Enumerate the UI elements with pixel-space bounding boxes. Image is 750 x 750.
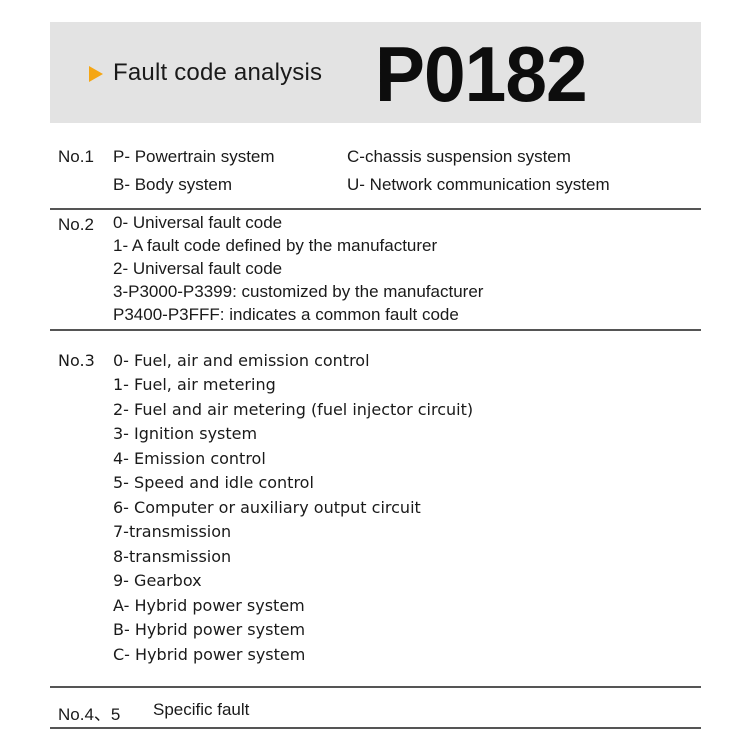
fault-code: P0182 — [375, 30, 588, 118]
list-item: A- Hybrid power system — [113, 596, 305, 615]
divider — [50, 208, 701, 210]
list-item: 7-transmission — [113, 522, 232, 541]
list-item: B- Hybrid power system — [113, 620, 306, 639]
list-item: 1- A fault code defined by the manufactu… — [113, 236, 438, 255]
list-item: 1- Fuel, air metering — [113, 375, 276, 394]
list-item: 6- Computer or auxiliary output circuit — [113, 498, 421, 517]
section-label: No.1 — [58, 147, 94, 166]
list-item: P- Powertrain system — [113, 147, 275, 166]
section-label: No.3 — [58, 351, 95, 370]
divider — [50, 686, 701, 688]
list-item: U- Network communication system — [347, 175, 610, 194]
list-item: P3400-P3FFF: indicates a common fault co… — [113, 305, 459, 324]
list-item: 9- Gearbox — [113, 571, 202, 590]
divider — [50, 727, 701, 729]
list-item: B- Body system — [113, 175, 233, 194]
list-item: 8-transmission — [113, 547, 232, 566]
triangle-right-icon — [89, 66, 103, 82]
list-item: 4- Emission control — [113, 449, 266, 468]
list-item: 0- Fuel, air and emission control — [113, 351, 370, 370]
list-item: 5- Speed and idle control — [113, 473, 314, 492]
list-item: 0- Universal fault code — [113, 213, 283, 232]
list-item: 2- Universal fault code — [113, 259, 283, 278]
list-item: 3- Ignition system — [113, 424, 258, 443]
header-title: Fault code analysis — [113, 59, 323, 86]
list-item: C- Hybrid power system — [113, 645, 306, 664]
divider — [50, 329, 701, 331]
list-item: 3-P3000-P3399: customized by the manufac… — [113, 282, 484, 301]
section-text: Specific fault — [153, 700, 250, 719]
section-label: No.4、5 — [58, 705, 121, 724]
header-banner: Fault code analysis P0182 — [50, 22, 701, 123]
list-item: 2- Fuel and air metering (fuel injector … — [113, 400, 474, 419]
section-label: No.2 — [58, 215, 94, 234]
list-item: C-chassis suspension system — [347, 147, 571, 166]
